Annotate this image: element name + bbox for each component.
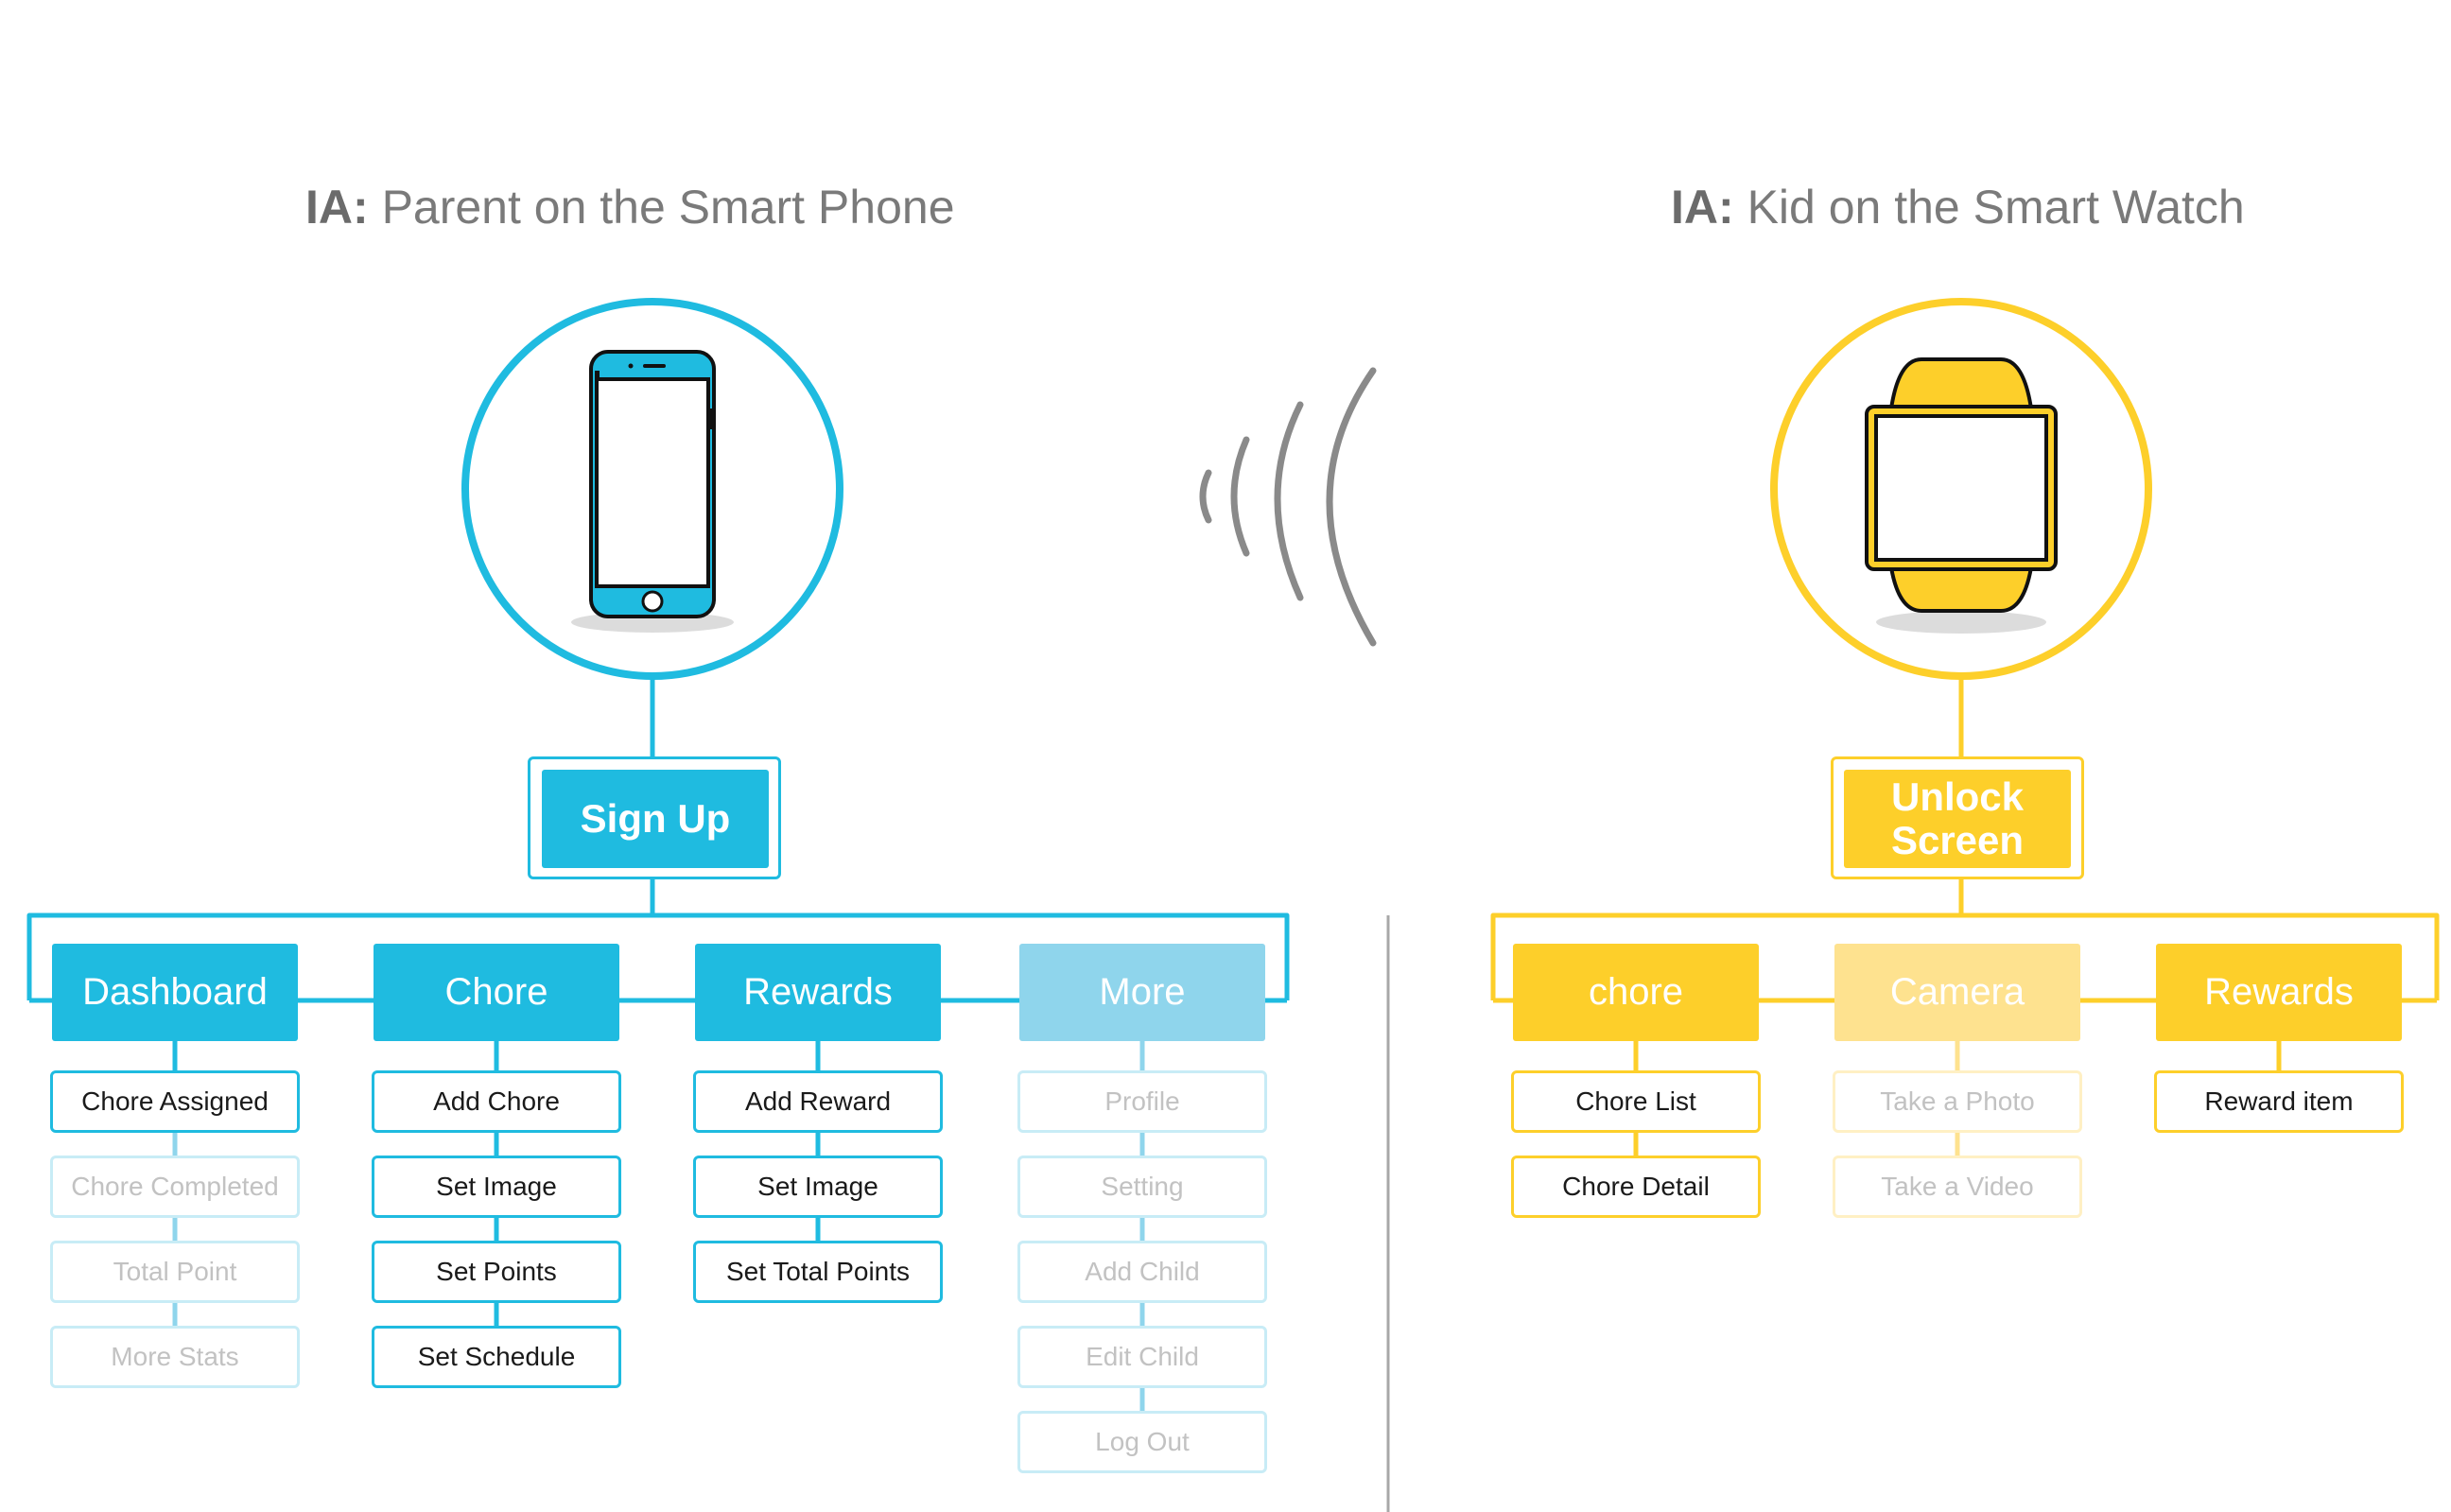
kid-root-node[interactable]: Unlock Screen — [1844, 770, 2071, 868]
parent-item-log-out[interactable]: Log Out — [1017, 1411, 1267, 1473]
kid-item-chore-detail[interactable]: Chore Detail — [1511, 1156, 1761, 1218]
smartwatch-icon — [1865, 357, 2058, 634]
parent-item-edit-child[interactable]: Edit Child — [1017, 1326, 1267, 1388]
parent-item-total-point[interactable]: Total Point — [50, 1241, 300, 1303]
parent-item-profile[interactable]: Profile — [1017, 1070, 1267, 1133]
kid-tab-camera[interactable]: Camera — [1834, 944, 2080, 1041]
parent-header: IA: Parent on the Smart Phone — [305, 180, 955, 235]
parent-bus-bracket — [26, 912, 1290, 1000]
kid-header: IA: Kid on the Smart Watch — [1671, 180, 2245, 235]
parent-item-chore-assigned[interactable]: Chore Assigned — [50, 1070, 300, 1133]
parent-tab-chore[interactable]: Chore — [374, 944, 619, 1041]
kid-tab-rewards[interactable]: Rewards — [2156, 944, 2402, 1041]
parent-item-set-total-points[interactable]: Set Total Points — [693, 1241, 943, 1303]
smartphone-icon — [571, 350, 734, 633]
kid-item-chore-list[interactable]: Chore List — [1511, 1070, 1761, 1133]
kid-item-take-a-video[interactable]: Take a Video — [1833, 1156, 2082, 1218]
kid-item-reward-item[interactable]: Reward item — [2154, 1070, 2404, 1133]
parent-item-set-image[interactable]: Set Image — [372, 1156, 621, 1218]
wireless-signal-icon — [1199, 367, 1377, 647]
parent-root-node[interactable]: Sign Up — [542, 770, 769, 868]
parent-item-set-image[interactable]: Set Image — [693, 1156, 943, 1218]
kid-item-take-a-photo[interactable]: Take a Photo — [1833, 1070, 2082, 1133]
parent-item-add-child[interactable]: Add Child — [1017, 1241, 1267, 1303]
parent-item-add-chore[interactable]: Add Chore — [372, 1070, 621, 1133]
kid-header-prefix: IA: — [1671, 181, 1734, 234]
parent-item-setting[interactable]: Setting — [1017, 1156, 1267, 1218]
parent-tab-rewards[interactable]: Rewards — [695, 944, 941, 1041]
parent-tab-more[interactable]: More — [1019, 944, 1265, 1041]
parent-item-add-reward[interactable]: Add Reward — [693, 1070, 943, 1133]
parent-item-set-schedule[interactable]: Set Schedule — [372, 1326, 621, 1388]
kid-bus-bracket — [1490, 912, 2440, 1000]
parent-tab-dashboard[interactable]: Dashboard — [52, 944, 298, 1041]
kid-header-text: Kid on the Smart Watch — [1747, 181, 2245, 234]
parent-header-prefix: IA: — [305, 181, 369, 234]
parent-item-set-points[interactable]: Set Points — [372, 1241, 621, 1303]
kid-tab-chore[interactable]: chore — [1513, 944, 1759, 1041]
parent-header-text: Parent on the Smart Phone — [381, 181, 955, 234]
parent-item-chore-completed[interactable]: Chore Completed — [50, 1156, 300, 1218]
parent-item-more-stats[interactable]: More Stats — [50, 1326, 300, 1388]
